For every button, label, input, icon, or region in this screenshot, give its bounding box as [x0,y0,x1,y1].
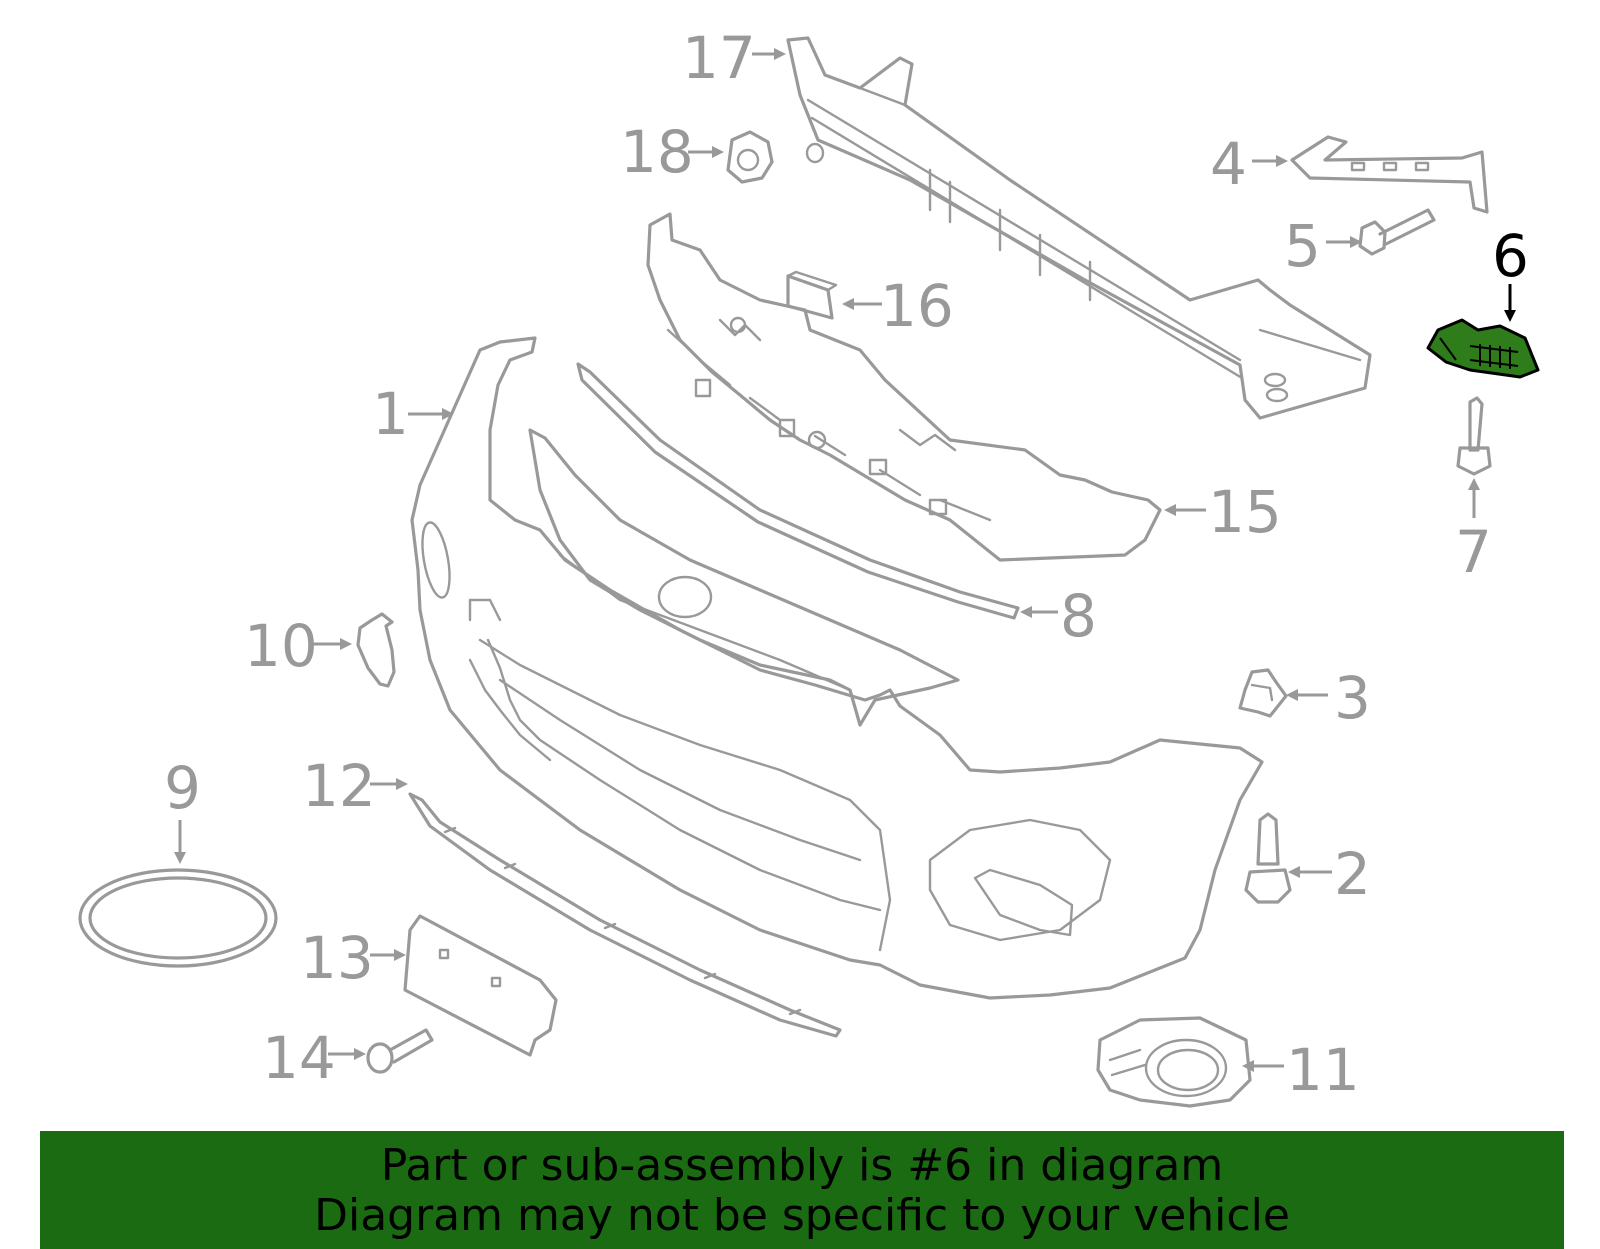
callout-4: 4 [1210,130,1247,198]
callout-14: 14 [262,1024,336,1092]
callout-17: 17 [682,24,756,92]
part-9-emblem-ring[interactable] [78,868,278,968]
part-13-plate-bracket[interactable] [403,914,558,1057]
callout-8: 8 [1060,582,1097,650]
banner-part-line: Part or sub-assembly is #6 in diagram [380,1140,1224,1191]
part-1-bumper-cover[interactable] [410,336,1264,1000]
callout-arrows [174,48,1516,1072]
part-10-cap[interactable] [356,612,396,688]
part-4-bracket[interactable] [1290,135,1489,214]
callout-16: 16 [880,272,954,340]
part-17-reinforcement-beam[interactable] [786,36,1372,420]
callout-18: 18 [620,118,694,186]
part-18-nut[interactable] [726,130,774,184]
upper-grille[interactable] [528,428,960,727]
lower-grille[interactable] [468,638,882,912]
callout-9: 9 [164,754,201,822]
part-2-bolt[interactable] [1244,812,1292,904]
callout-6-highlighted: 6 [1492,222,1529,290]
part-12-lower-trim[interactable] [408,792,842,1038]
part-8-moulding-strip[interactable] [576,362,1020,620]
callout-12: 12 [302,752,376,820]
part-6-highlighted-bracket[interactable] [1426,318,1540,379]
callout-2: 2 [1334,840,1371,908]
callout-labels: 17 18 4 5 6 7 16 15 1 8 10 3 12 9 2 13 1… [164,24,1529,1104]
callout-5: 5 [1284,212,1321,280]
banner-disclaimer-line: Diagram may not be specific to your vehi… [314,1190,1290,1241]
part-3-clip[interactable] [1238,668,1288,718]
part-5-bolt[interactable] [1358,208,1436,256]
part-16-clip[interactable] [786,270,838,320]
callout-10: 10 [244,612,318,680]
info-banner: Part or sub-assembly is #6 in diagram Di… [40,1131,1564,1249]
part-11-fog-bezel[interactable] [1096,1016,1252,1108]
callout-15: 15 [1208,478,1282,546]
part-7-screw[interactable] [1456,396,1492,476]
callout-11: 11 [1286,1036,1360,1104]
callout-13: 13 [300,924,374,992]
part-14-push-pin[interactable] [366,1028,434,1074]
callout-7: 7 [1455,518,1492,586]
callout-3: 3 [1334,664,1371,732]
callout-1: 1 [372,380,409,448]
part-15-energy-absorber[interactable] [646,212,1162,562]
